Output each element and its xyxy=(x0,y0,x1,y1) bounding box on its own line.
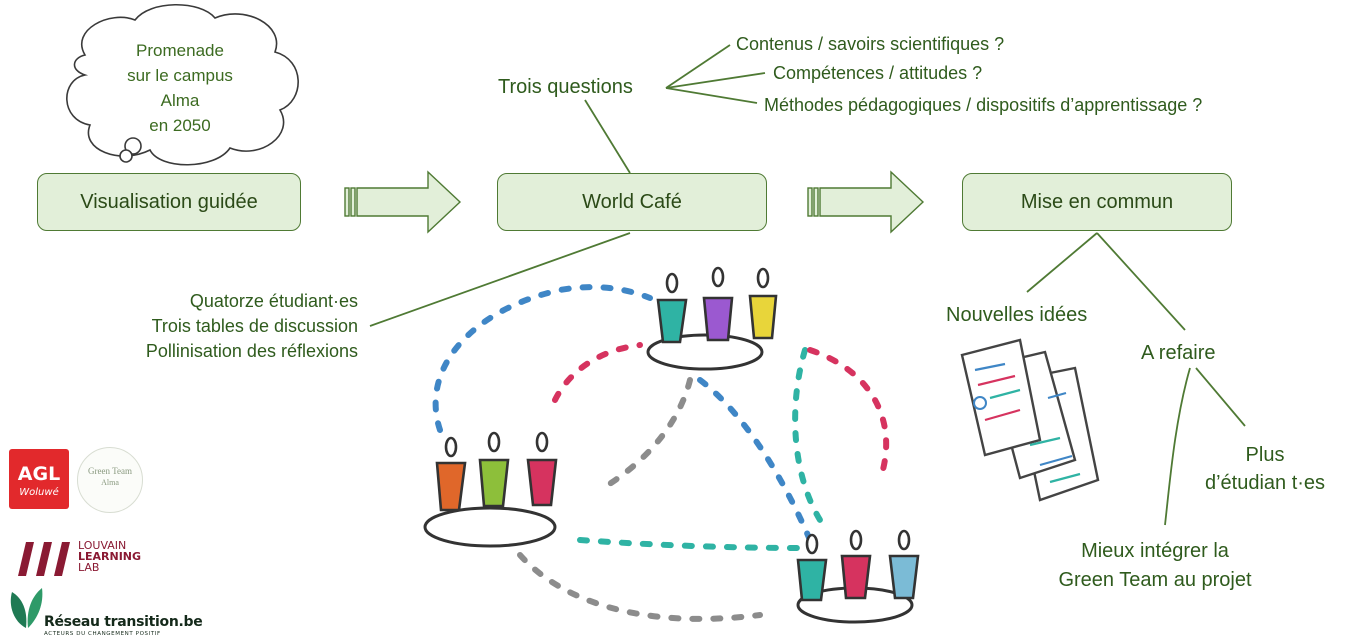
reseau-sub: ACTEURS DU CHANGEMENT POSITIF xyxy=(44,631,161,637)
louvain-line-2: LEARNING xyxy=(78,550,142,563)
note-line-2: Trois tables de discussion xyxy=(151,316,358,336)
world-cafe-sketch xyxy=(423,266,920,624)
cloud-text: Promenade sur le campus Alma en 2050 xyxy=(110,38,250,138)
louvain-line-3: LAB xyxy=(78,561,100,574)
agl-logo: AGL Woluwé xyxy=(9,449,69,509)
visualisation-label: Visualisation guidée xyxy=(80,190,258,213)
mise-en-commun-label: Mise en commun xyxy=(1020,190,1174,213)
reseau-main: Réseau transition.be xyxy=(44,614,203,630)
world-cafe-label: World Café xyxy=(582,190,682,213)
green-team-logo: Green Team Alma xyxy=(77,447,143,513)
connector-lines xyxy=(369,44,1246,526)
papers-sketch xyxy=(960,338,1100,502)
world-cafe-box: World Café xyxy=(497,173,767,231)
leaf-icon xyxy=(10,588,43,628)
note-line-3: Pollinisation des réflexions xyxy=(145,341,358,361)
thought-cloud xyxy=(66,3,299,166)
reseau-transition-logo: Réseau transition.be ACTEURS DU CHANGEME… xyxy=(8,586,208,638)
mieux-line-1: Mieux intégrer la xyxy=(1081,540,1229,562)
visualisation-box: Visualisation guidée xyxy=(37,173,301,231)
mieux-integrer-note: Mieux intégrer la Green Team au projet xyxy=(1055,537,1255,595)
note-line-1: Quatorze étudiant·es xyxy=(189,291,358,311)
question-3: Méthodes pédagogiques / dispositifs d’ap… xyxy=(764,95,1203,115)
green-team-logo-line-1: Green Team xyxy=(88,466,132,476)
agl-logo-main: AGL xyxy=(17,463,61,485)
louvain-text: LOUVAIN LEARNING LAB xyxy=(78,540,141,573)
question-2: Compétences / attitudes ? xyxy=(773,63,983,83)
louvain-line-1: LOUVAIN xyxy=(78,539,127,552)
arrow-2 xyxy=(807,170,925,234)
world-cafe-notes: Quatorze étudiant·es Trois tables de dis… xyxy=(108,289,358,364)
green-team-logo-line-2: Alma xyxy=(101,478,119,487)
plus-line-1: Plus xyxy=(1245,444,1285,466)
louvain-learning-lab-logo: LOUVAIN LEARNING LAB xyxy=(10,538,170,578)
louvain-bars-icon xyxy=(18,542,70,576)
plus-line-2: d’étudian t·es xyxy=(1204,472,1326,494)
mieux-line-2: Green Team au projet xyxy=(1058,569,1252,591)
mise-en-commun-box: Mise en commun xyxy=(962,173,1232,231)
arrow-1 xyxy=(344,170,462,234)
cloud-line-3: en 2050 xyxy=(149,116,211,135)
question-1: Contenus / savoirs scientifiques ? xyxy=(736,34,1005,54)
agl-logo-sub: Woluwé xyxy=(19,487,59,498)
cloud-line-1: Promenade xyxy=(136,41,224,60)
nouvelles-idees-label: Nouvelles idées xyxy=(946,304,1088,326)
cloud-line-2: sur le campus Alma xyxy=(127,66,233,110)
a-refaire-label: A refaire xyxy=(1141,342,1216,364)
plus-etudiants-note: Plus d’étudian t·es xyxy=(1180,441,1350,497)
questions-title: Trois questions xyxy=(498,76,633,98)
